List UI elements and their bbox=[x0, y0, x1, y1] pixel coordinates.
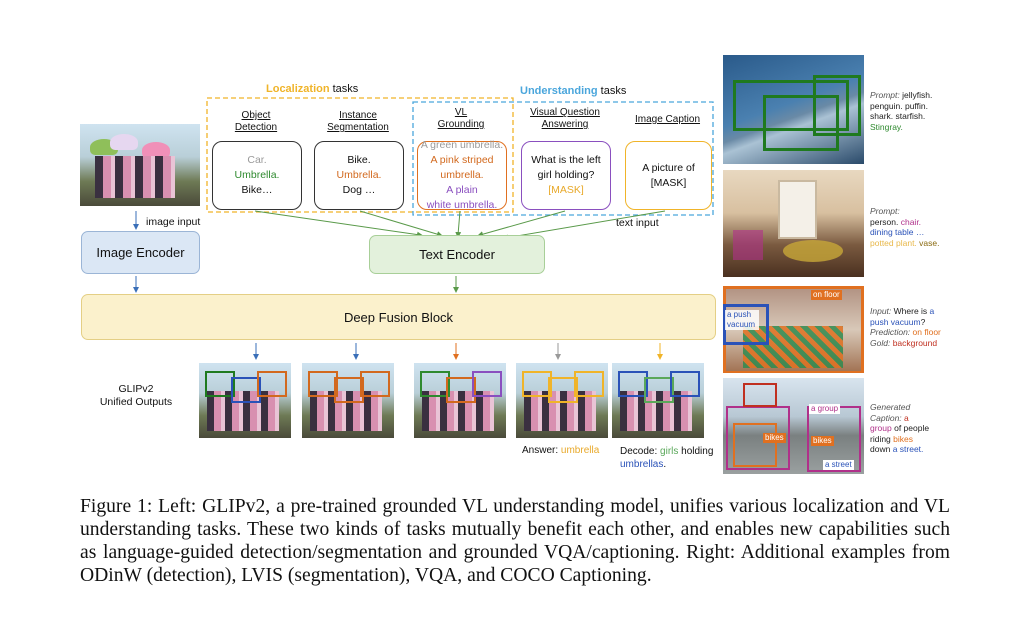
example-vqa-image: on floor a push vacuum bbox=[723, 286, 864, 373]
example-coco-image: a group bikes bikes a street bbox=[723, 378, 864, 474]
deep-fusion-block: Deep Fusion Block bbox=[81, 294, 716, 340]
task-prompt-box-0: Car.Umbrella.Bike… bbox=[212, 141, 302, 210]
image-input-label: image input bbox=[146, 216, 201, 228]
on-floor-tag: on floor bbox=[811, 290, 842, 300]
example-lvis-image bbox=[723, 170, 864, 277]
street-tag: a street bbox=[823, 460, 854, 470]
understanding-group-box bbox=[412, 101, 714, 216]
output-image-0 bbox=[199, 363, 291, 438]
localization-tasks-heading: Localization tasks bbox=[266, 83, 359, 95]
group-tag: a group bbox=[809, 404, 841, 414]
localization-group-box bbox=[206, 97, 514, 213]
text-encoder-block: Text Encoder bbox=[369, 235, 545, 274]
task-title-4: Image Caption bbox=[634, 114, 701, 125]
task-prompt-box-4: A picture of[MASK] bbox=[625, 141, 712, 210]
output-image-2 bbox=[414, 363, 506, 438]
task-prompt-box-1: Bike.Umbrella.Dog … bbox=[314, 141, 404, 210]
unified-outputs-label: GLIPv2 Unified Outputs bbox=[99, 383, 173, 408]
input-image bbox=[80, 124, 200, 206]
output-image-1 bbox=[302, 363, 394, 438]
side-annotation-0: Prompt: jellyfish.penguin. puffin.shark.… bbox=[870, 90, 933, 132]
bikes-tag: bikes bbox=[763, 433, 786, 443]
figure-caption: Figure 1: Left: GLIPv2, a pre-trained gr… bbox=[80, 496, 950, 586]
example-odinw-image bbox=[723, 55, 864, 164]
side-annotation-1: Prompt:person. chair.dining table …potte… bbox=[870, 206, 940, 248]
answer-text: Answer: umbrella bbox=[522, 445, 600, 456]
text-input-label: text input bbox=[616, 217, 659, 229]
understanding-tasks-heading: Understanding tasks bbox=[520, 85, 627, 97]
bikes-tag-2: bikes bbox=[811, 436, 834, 446]
diagram-lines bbox=[133, 97, 714, 360]
output-image-3 bbox=[516, 363, 608, 438]
push-vacuum-tag: a push vacuum bbox=[725, 310, 759, 330]
image-encoder-block: Image Encoder bbox=[81, 231, 200, 274]
output-image-4 bbox=[612, 363, 704, 438]
